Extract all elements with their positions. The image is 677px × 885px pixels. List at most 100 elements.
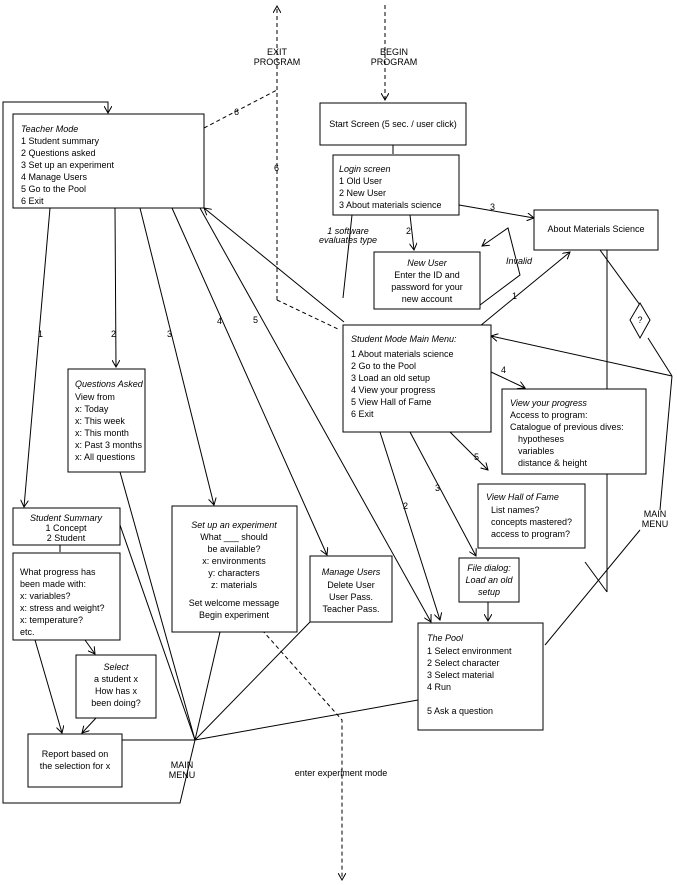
teacher-to-setup-line [139, 207, 214, 505]
setup-line: Begin experiment [199, 610, 270, 620]
decision-text: ? [637, 315, 642, 325]
newuser-line: Enter the ID and [394, 270, 460, 280]
pool-to-main-line [194, 699, 419, 741]
newuser-line: password for your [391, 282, 463, 292]
main-menu-label-left: MENU [169, 770, 196, 780]
student-item: 1 About materials science [351, 349, 454, 359]
student-to-progress-line [490, 371, 525, 388]
progress-box: View your progress Access to program: Ca… [501, 388, 647, 475]
teacher-to-summary-line [24, 207, 51, 507]
main-menu-label-right: MAIN [644, 509, 667, 519]
main-menu-label-left: MAIN [171, 760, 194, 770]
edge-number: 2 [111, 329, 116, 339]
hall-line: List names? [491, 505, 540, 515]
select-to-report-line [82, 717, 97, 733]
student-to-hall-line [449, 431, 488, 470]
login-to-newuser-line [410, 214, 414, 250]
student-exit-line [276, 299, 341, 331]
student-item: 3 Load an old setup [351, 373, 430, 383]
pool-box: The Pool 1 Select environment 2 Select c… [417, 622, 544, 731]
pool-item: 1 Select environment [427, 646, 512, 656]
progress-line: distance & height [518, 458, 588, 468]
select-line: a student x [94, 674, 139, 684]
summary-to-main-line [119, 524, 196, 741]
pool-to-main-right [544, 529, 641, 646]
student-to-teacher-line [204, 208, 345, 323]
progressq-line: x: temperature? [20, 615, 83, 625]
manage-to-main-line [194, 621, 311, 741]
login-item: 2 New User [339, 188, 386, 198]
start-screen-box: Start Screen (5 sec. / user click) [319, 102, 467, 146]
progress-line: hypotheses [518, 434, 565, 444]
select-line: How has x [95, 686, 138, 696]
progress-line: Catalogue of previous dives: [510, 422, 624, 432]
teacher-item: 4 Manage Users [21, 172, 88, 182]
setup-line: y: characters [208, 568, 260, 578]
edge-number: 5 [474, 452, 479, 462]
setup-line: be available? [207, 544, 260, 554]
progressq-line: x: variables? [20, 591, 71, 601]
pool-item: 5 Ask a question [427, 706, 493, 716]
login-software-line [342, 214, 353, 299]
progressq-line: been made with: [20, 579, 86, 589]
invalid-loop-line [479, 227, 521, 306]
filedialog-line: setup [478, 587, 500, 597]
progressq-to-report-line [34, 639, 62, 733]
edge-number: 6 [234, 107, 239, 117]
edge-number: 1 [512, 291, 517, 301]
progressq-line: etc. [20, 627, 35, 637]
start-screen-text: Start Screen (5 sec. / user click) [329, 119, 457, 129]
manage-line: Delete User [327, 580, 375, 590]
questions-to-main-line [119, 471, 196, 741]
teacher-to-manage-line [171, 207, 327, 555]
student-to-filedialog-line [409, 431, 476, 556]
edge-number: 2 [403, 501, 408, 511]
main-menu-vertical-right [659, 375, 673, 511]
software-label: 1 software [327, 226, 369, 236]
select-line: been doing? [91, 698, 141, 708]
teacher-to-questions-line [115, 207, 116, 367]
questions-line: x: This week [75, 416, 125, 426]
labels: EXIT PROGRAM BEGIN PROGRAM 1 software ev… [38, 47, 668, 780]
manage-line: User Pass. [329, 592, 373, 602]
exit-label: EXIT [267, 47, 288, 57]
student-item: 6 Exit [351, 409, 374, 419]
edge-number: 3 [167, 329, 172, 339]
new-user-box: New User Enter the ID and password for y… [373, 251, 481, 310]
hall-line: concepts mastered? [491, 517, 572, 527]
setup-line: What ___ should [200, 532, 268, 542]
login-screen-box: Login screen 1 Old User 2 New User 3 Abo… [332, 154, 460, 216]
main-menu-return-right [491, 336, 673, 377]
student-to-about-line [479, 252, 570, 327]
file-dialog-box: File dialog: Load an old setup [458, 557, 520, 603]
manage-title: Manage Users [322, 567, 381, 577]
teacher-item: 5 Go to the Pool [21, 184, 86, 194]
pool-title: The Pool [427, 633, 464, 643]
progress-line: Access to program: [510, 410, 588, 420]
filedialog-line: Load an old [465, 575, 513, 585]
hall-of-fame-box: View Hall of Fame List names? concepts m… [477, 483, 586, 549]
about-to-decision-line [599, 249, 641, 306]
questions-line: x: Past 3 months [75, 440, 143, 450]
progress-line: variables [518, 446, 555, 456]
student-item: 4 View your progress [351, 385, 436, 395]
questions-line: x: This month [75, 428, 129, 438]
setup-line: x: environments [202, 556, 266, 566]
enter-experiment-line [261, 629, 342, 880]
student-mode-box: Student Mode Main Menu: 1 About material… [342, 324, 492, 433]
progressq-line: x: stress and weight? [20, 603, 105, 613]
pool-item: 3 Select material [427, 670, 494, 680]
questions-line: x: All questions [75, 452, 136, 462]
progress-question-box: What progress has been made with: x: var… [12, 552, 121, 641]
edge-number: 4 [501, 365, 506, 375]
student-to-pool-line [379, 431, 440, 620]
setup-title: Set up an experiment [191, 520, 277, 530]
questions-line: View from [75, 392, 115, 402]
teacher-exit-line [203, 89, 278, 129]
report-line: Report based on [42, 749, 109, 759]
setup-experiment-box: Set up an experiment What ___ should be … [171, 505, 298, 633]
about-text: About Materials Science [547, 224, 644, 234]
select-line: Select [103, 662, 129, 672]
setup-line: z: materials [211, 580, 258, 590]
